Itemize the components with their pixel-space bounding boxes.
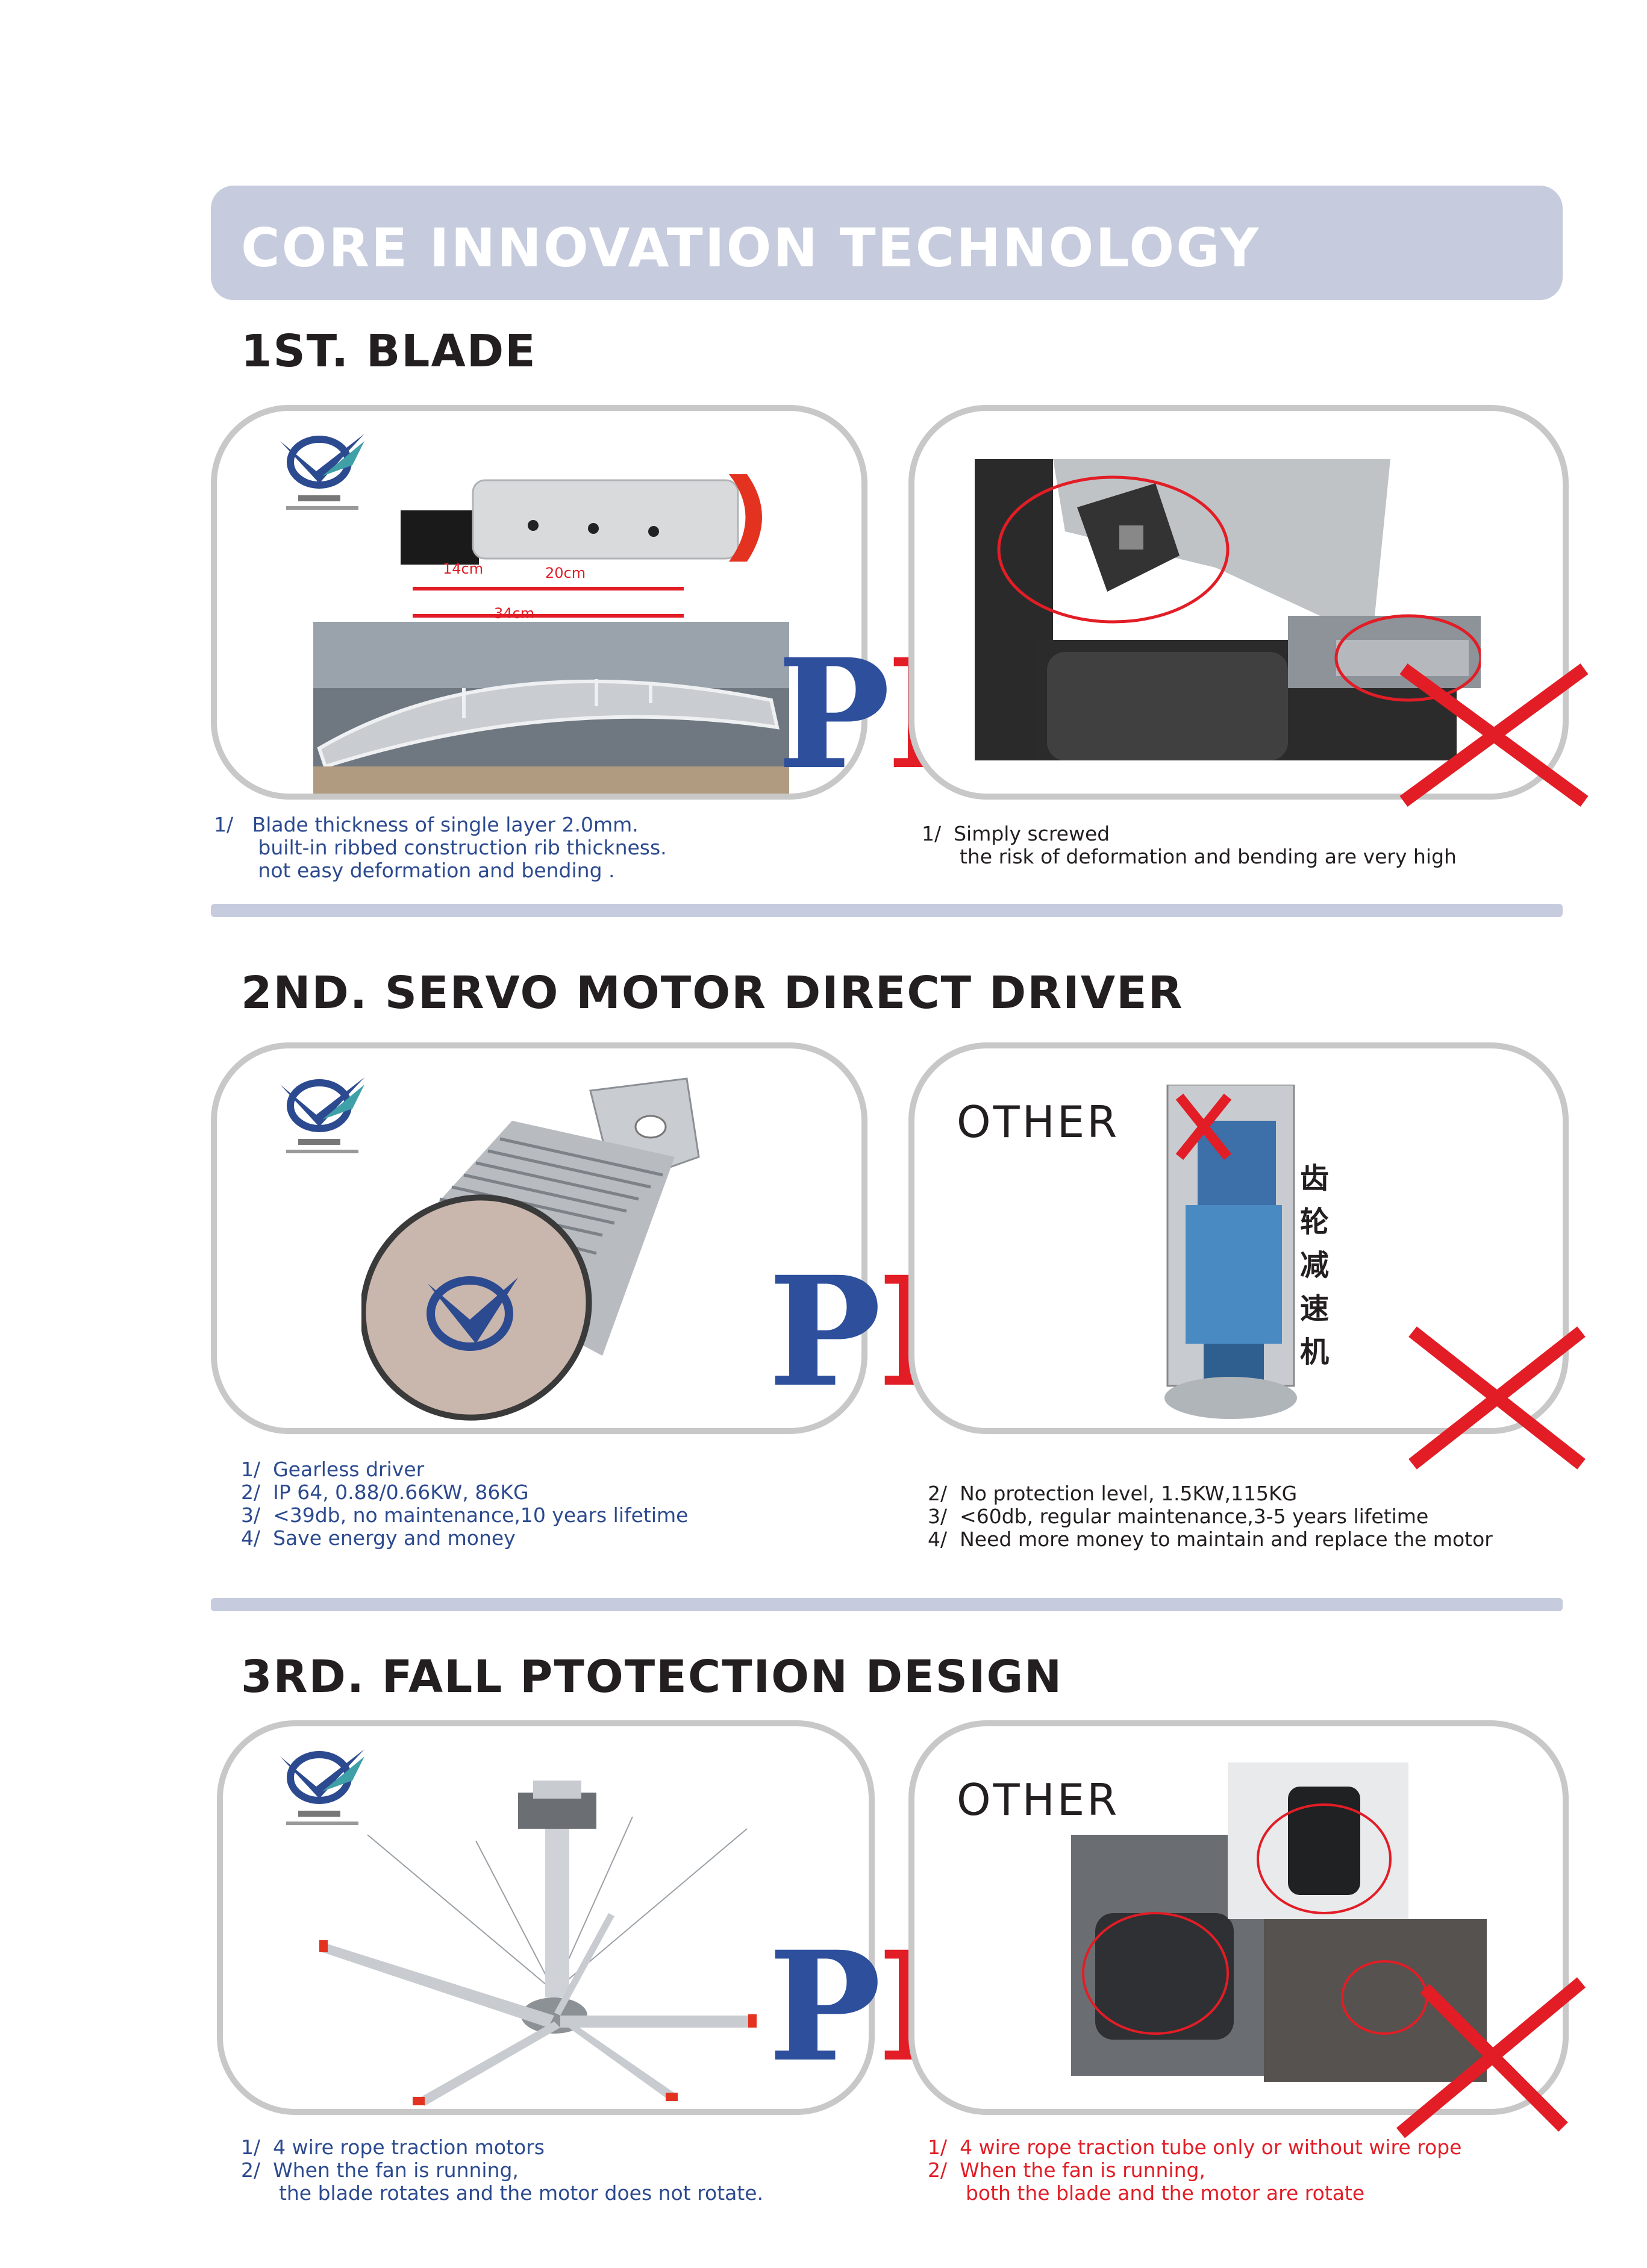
company-logo-icon [280, 434, 364, 510]
blade-product-panel: 14cm 20cm 34cm [211, 405, 867, 800]
blade-end-photo [401, 468, 774, 577]
servo-motor-photo [360, 1067, 747, 1428]
competitor-blade-caption: 1/ Simply screwed the risk of deformatio… [922, 822, 1457, 868]
competitor-fall-caption: 1/ 4 wire rope traction tube only or wit… [928, 2135, 1462, 2205]
competitor-fall-panel: OTHER [908, 1720, 1569, 2115]
company-logo-icon [280, 1077, 364, 1153]
section-1-title: 1ST. BLADE [241, 325, 537, 377]
cross-mark-icon [1396, 1977, 1586, 2138]
other-label: OTHER [957, 1775, 1120, 1825]
section-3-title: 3RD. FALL PTOTECTION DESIGN [241, 1651, 1063, 1703]
blade-dimension-lines [413, 571, 732, 631]
cross-mark-icon [1408, 1326, 1586, 1470]
servo-motor-panel [211, 1042, 867, 1434]
header-banner: CORE INNOVATION TECHNOLOGY [211, 186, 1563, 300]
section-2-title: 2ND. SERVO MOTOR DIRECT DRIVER [241, 967, 1184, 1019]
ceiling-fan-photo [295, 1762, 813, 2109]
gear-reducer-label: 齿 轮 减 速 机 [1300, 1162, 1330, 1369]
other-label: OTHER [957, 1097, 1120, 1147]
gear-reducer-photo [1161, 1083, 1300, 1422]
competitor-motor-photos [1071, 1762, 1487, 2082]
fall-protection-panel [217, 1720, 875, 2115]
section-divider-1 [211, 904, 1563, 917]
blade-cross-section-photo [313, 622, 789, 794]
dimension-20cm: 20cm [545, 565, 586, 581]
competitor-blade-photo [975, 459, 1483, 760]
dimension-34cm: 34cm [494, 605, 535, 622]
dimension-14cm: 14cm [443, 560, 484, 577]
cross-mark-icon [1399, 663, 1589, 807]
blade-caption: 1/ Blade thickness of single layer 2.0mm… [214, 813, 667, 882]
header-title: CORE INNOVATION TECHNOLOGY [241, 217, 1261, 279]
company-logo-icon [280, 1749, 364, 1825]
competitor-blade-panel [908, 405, 1569, 800]
section-divider-2 [211, 1598, 1563, 1611]
